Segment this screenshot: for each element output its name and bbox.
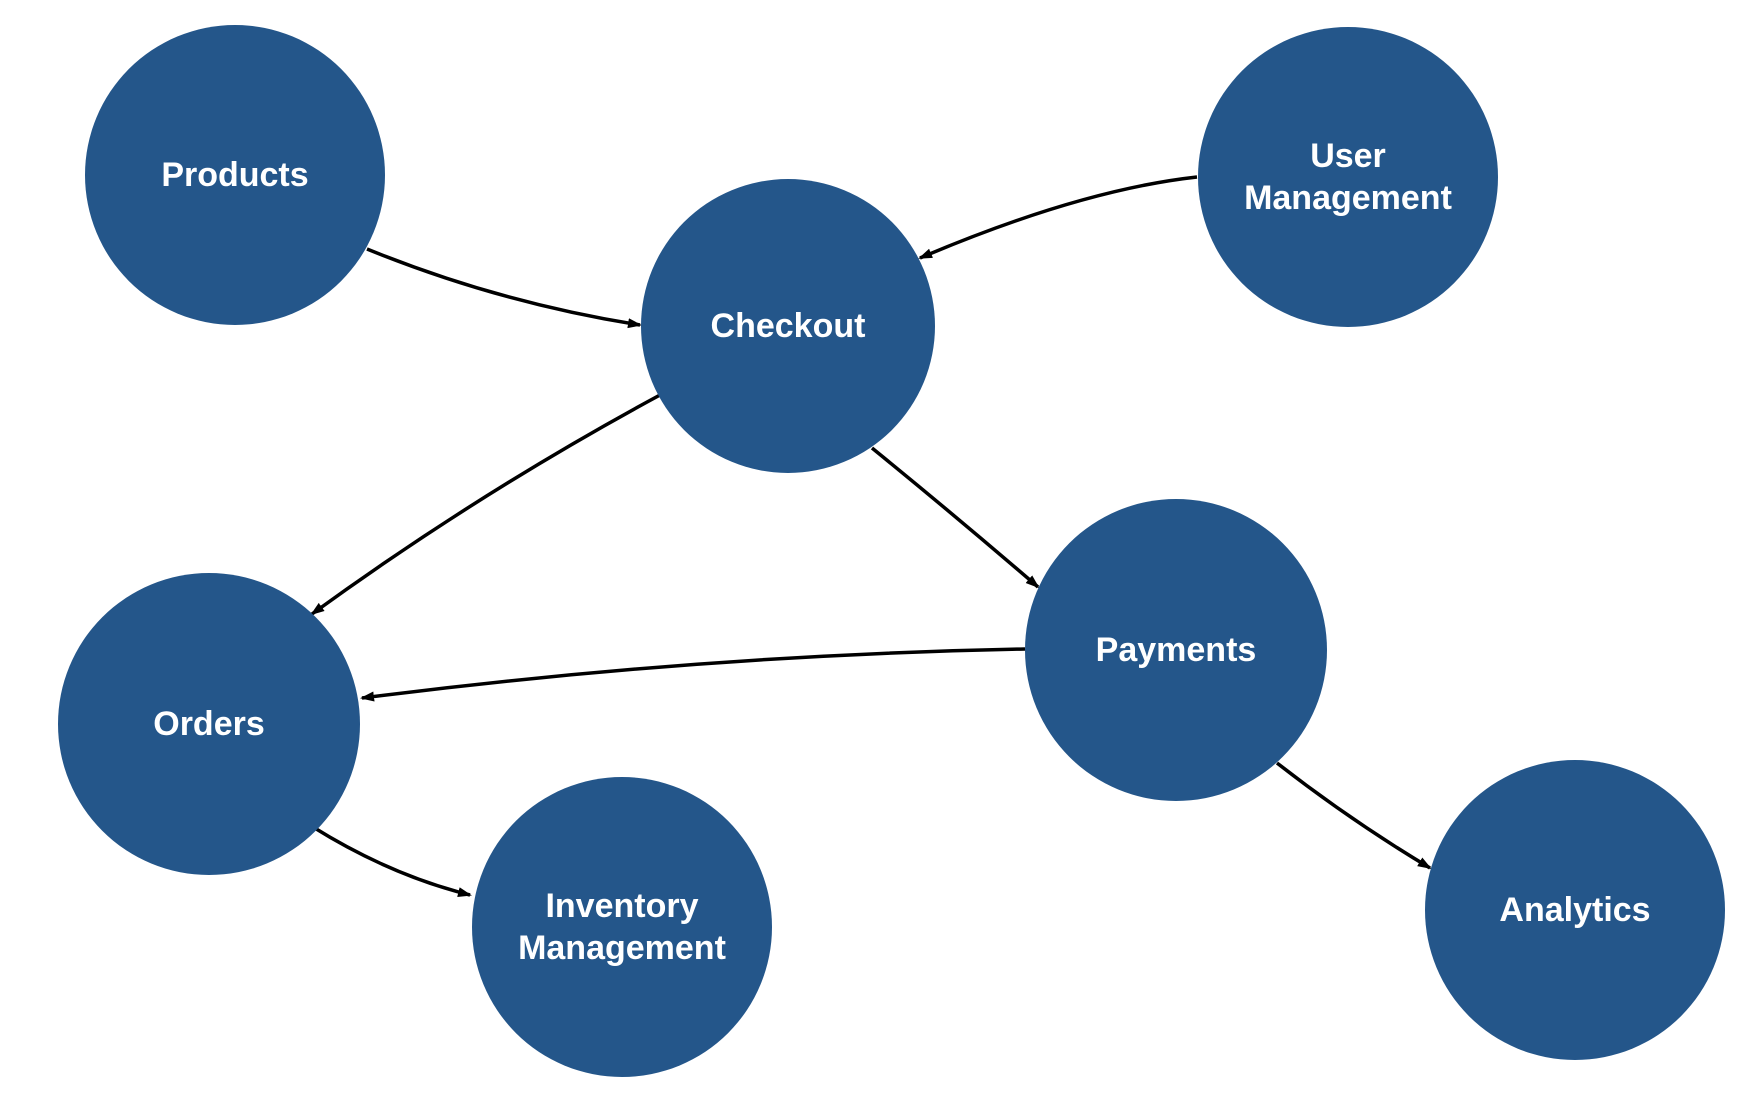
- node-payments-circle[interactable]: [1025, 499, 1327, 801]
- edge-payments-to-orders: [360, 647, 1026, 702]
- node-checkout-circle[interactable]: [641, 179, 935, 473]
- node-user-management-circle[interactable]: [1198, 27, 1498, 327]
- node-orders[interactable]: Orders: [58, 573, 360, 875]
- node-payments[interactable]: Payments: [1025, 499, 1327, 801]
- edge-checkout-to-payments: [870, 446, 1040, 589]
- edge-checkout-to-orders: [310, 393, 661, 616]
- node-checkout[interactable]: Checkout: [641, 179, 935, 473]
- node-analytics[interactable]: Analytics: [1425, 760, 1725, 1060]
- node-analytics-circle[interactable]: [1425, 760, 1725, 1060]
- node-products-circle[interactable]: [85, 25, 385, 325]
- edge-layer: [310, 175, 1432, 897]
- node-orders-circle[interactable]: [58, 573, 360, 875]
- node-products[interactable]: Products: [85, 25, 385, 325]
- edge-user-management-to-checkout: [918, 175, 1198, 260]
- edge-payments-to-analytics: [1275, 761, 1432, 870]
- node-inventory-management-circle[interactable]: [472, 777, 772, 1077]
- edge-orders-to-inventory-management: [312, 825, 472, 897]
- edge-products-to-checkout: [366, 247, 642, 329]
